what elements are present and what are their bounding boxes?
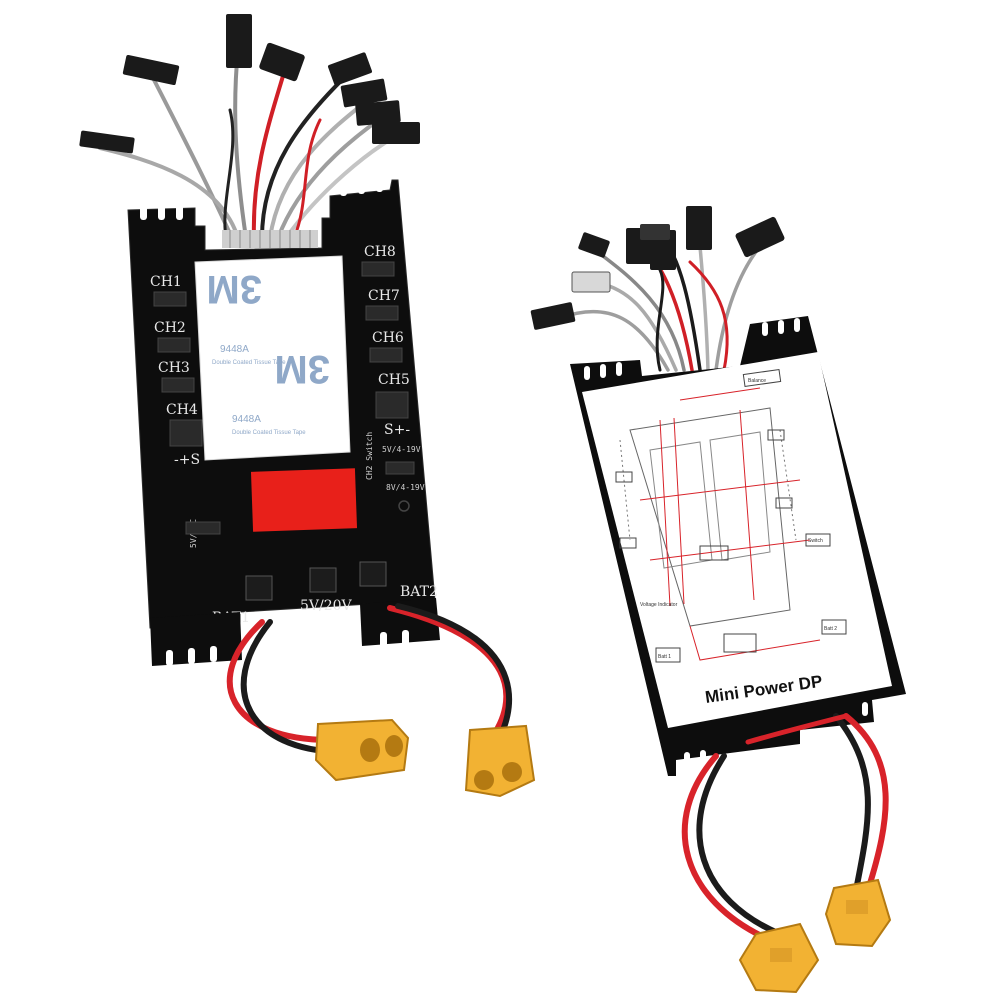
schematic-label-switch: Switch: [808, 538, 823, 544]
tape-brand-2: 3M: [274, 347, 330, 391]
left-power-board: 3M 3M 9448A Double Coated Tissue Tape 94…: [79, 14, 536, 798]
channel-label-ch3: CH3: [158, 360, 190, 376]
channel-label-ch2: CH2: [154, 320, 186, 336]
xt60-connector-3: [738, 922, 820, 994]
schematic-label-batt1: Batt 1: [658, 654, 671, 660]
bottom-headers: [245, 561, 387, 601]
small-label-1: 5V/4-19V: [382, 445, 421, 454]
channel-label-pwr-right: S+-: [384, 422, 410, 438]
mounting-slots-right: [584, 318, 884, 766]
bottom-label-bat2: BAT2: [400, 584, 438, 600]
xt60-connector-2: [464, 724, 536, 798]
servo-plugs-right: [530, 206, 785, 330]
schematic-label-batt2: Batt 2: [824, 626, 837, 632]
mounting-slots-left-top: [140, 176, 383, 220]
channel-labels-right: CH8 CH7 CH6 CH5 S+-: [364, 244, 410, 438]
schematic-panel: [582, 352, 892, 728]
tape-subtitle-2: Double Coated Tissue Tape: [232, 430, 306, 436]
servo-plugs-left: [79, 14, 420, 154]
xt60-connector-1: [314, 718, 410, 782]
schematic-label-balance: Balance: [748, 378, 766, 384]
channel-labels-left: CH1 CH2 CH3 CH4 -+S: [150, 274, 200, 468]
channel-label-ch4: CH4: [166, 402, 198, 418]
schematic-label-voltage: Voltage Indicator: [640, 602, 678, 608]
pin-headers-right: [361, 261, 415, 475]
channel-label-pwr-left: -+S: [174, 452, 200, 468]
channel-label-ch1: CH1: [150, 274, 182, 290]
tape-brand-1: 3M: [206, 267, 262, 311]
schematic-labels: Balance Batt 1 Batt 2 Switch Voltage Ind…: [640, 378, 837, 660]
channel-label-ch7: CH7: [368, 288, 400, 304]
tape-label: 3M 3M 9448A Double Coated Tissue Tape 94…: [194, 255, 351, 461]
tape-subtitle-1: Double Coated Tissue Tape: [212, 360, 286, 366]
led-indicator: [398, 500, 410, 512]
red-pad: [250, 468, 358, 532]
channel-label-ch6: CH6: [372, 330, 404, 346]
small-label-2: 8V/4-19V: [386, 483, 425, 492]
channel-label-ch8: CH8: [364, 244, 396, 260]
tape-model-2: 9448A: [232, 414, 261, 425]
right-power-board: Balance Batt 1 Batt 2 Switch Voltage Ind…: [530, 206, 906, 994]
bottom-label-5v: 5V/20V: [300, 598, 353, 614]
pin-headers-left: [153, 291, 203, 447]
xt60-connector-4: [824, 878, 892, 948]
schematic-diagram: [615, 368, 847, 663]
channel-label-ch5: CH5: [378, 372, 410, 388]
battery-leads-right: [681, 713, 889, 943]
small-label-3: CH2 Switch: [365, 432, 374, 480]
tape-model-1: 9448A: [220, 344, 249, 355]
servo-wires-left: [98, 48, 402, 240]
